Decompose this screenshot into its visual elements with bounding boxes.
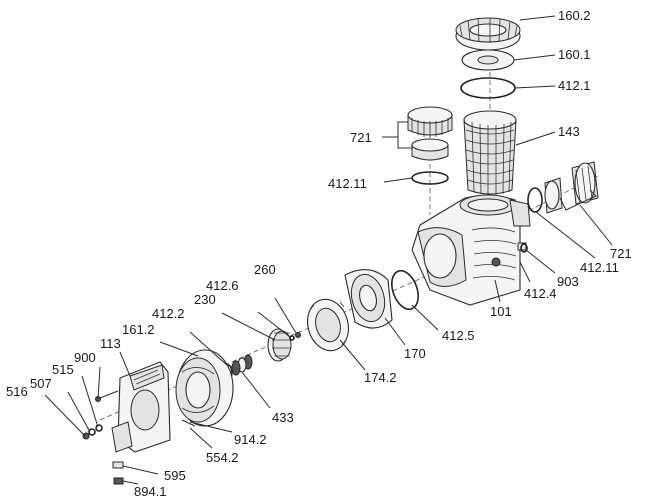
part-160-1-lid (461, 49, 515, 71)
part-721-union-right (544, 161, 599, 214)
label-113: 113 (100, 336, 121, 351)
label-161-2: 161.2 (122, 322, 155, 337)
part-170-diffuser (344, 269, 393, 329)
part-113-motor-bracket (111, 361, 171, 453)
label-412-1: 412.1 (558, 78, 591, 93)
label-721-right: 721 (610, 246, 632, 261)
label-507: 507 (30, 376, 52, 391)
label-903: 903 (557, 274, 579, 289)
label-412-11-right: 412.11 (580, 260, 619, 275)
label-160-1: 160.1 (558, 47, 591, 62)
part-260-nut (289, 332, 301, 341)
label-143: 143 (558, 124, 580, 139)
part-721-union-top (407, 106, 453, 161)
label-412-11-top: 412.11 (328, 176, 367, 191)
part-161-2-cover-plate (175, 349, 234, 427)
label-160-2: 160.2 (558, 8, 591, 23)
part-160-2-lid-ring (455, 17, 521, 51)
label-174-2: 174.2 (364, 370, 397, 385)
label-230: 230 (194, 292, 216, 307)
leader-lines (44, 15, 613, 485)
label-894-1: 894.1 (134, 484, 167, 499)
part-433-mechanical-seal (231, 354, 253, 376)
fasteners-left (82, 390, 196, 485)
label-170: 170 (404, 346, 426, 361)
part-230-impeller (267, 328, 292, 362)
label-900: 900 (74, 350, 96, 365)
part-143-strainer-basket (463, 110, 517, 195)
part-174-2-seal-plate (306, 298, 350, 352)
label-101: 101 (490, 304, 512, 319)
label-595: 595 (164, 468, 186, 483)
part-412-11-oring-right (527, 187, 543, 213)
part-412-5-oring (391, 269, 419, 311)
label-412-6: 412.6 (206, 278, 239, 293)
label-260: 260 (254, 262, 276, 277)
label-433: 433 (272, 410, 294, 425)
part-903-drain-plug (517, 242, 528, 253)
label-515: 515 (52, 362, 74, 377)
label-721-top: 721 (350, 130, 372, 145)
label-554-2: 554.2 (206, 450, 239, 465)
label-412-2: 412.2 (152, 306, 185, 321)
label-412-4: 412.4 (524, 286, 557, 301)
label-412-5: 412.5 (442, 328, 475, 343)
part-101-pump-housing (411, 194, 531, 306)
assembly-axes (99, 40, 601, 421)
label-516: 516 (6, 384, 28, 399)
part-labels: 160.2 160.1 412.1 143 721 412.11 721 412… (6, 8, 632, 499)
label-914-2: 914.2 (234, 432, 267, 447)
part-412-1-oring (460, 77, 516, 99)
